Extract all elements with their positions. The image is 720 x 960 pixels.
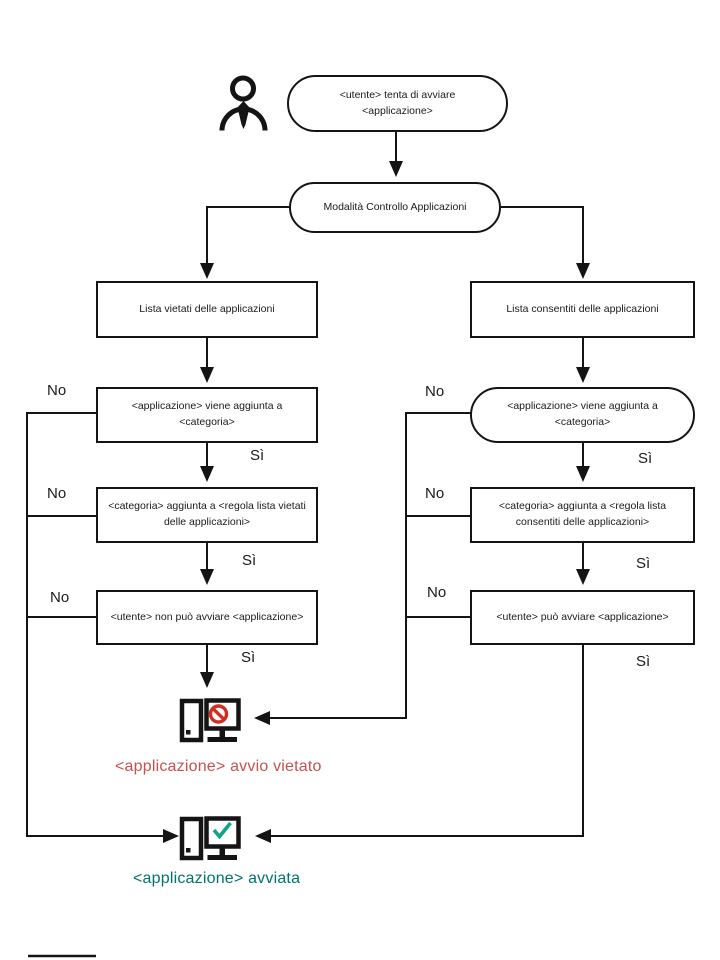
arrowhead bbox=[163, 829, 179, 843]
label-yes-right-1: Sì bbox=[638, 450, 653, 467]
node-app-added-allowlist-label: <applicazione> viene aggiunta a <categor… bbox=[507, 400, 658, 428]
label-yes-left-1: Sì bbox=[250, 447, 265, 464]
node-user-cannot-run-label: <utente> non può avviare <applicazione> bbox=[110, 610, 304, 623]
user-icon bbox=[219, 75, 268, 131]
node-allowlist-label: Lista consentiti delle applicazioni bbox=[506, 302, 659, 315]
tower-led bbox=[186, 848, 191, 853]
arrowhead bbox=[576, 466, 590, 482]
monitor-stem bbox=[219, 846, 225, 855]
node-denylist: Lista vietati delle applicazioni bbox=[96, 281, 318, 338]
node-user-can-run-label: <utente> può avviare <applicazione> bbox=[496, 610, 669, 623]
arrowhead bbox=[254, 711, 270, 725]
label-no-left-1: No bbox=[47, 382, 67, 399]
node-mode-label: Modalità Controllo Applicazioni bbox=[323, 200, 467, 213]
arrowhead bbox=[576, 263, 590, 279]
monitor-base bbox=[207, 855, 237, 860]
outcome-denied-label: <applicazione> avvio vietato bbox=[115, 758, 322, 775]
user-head bbox=[230, 75, 256, 102]
monitor-stem bbox=[219, 728, 225, 737]
line-right-yes-to-allowed bbox=[270, 645, 584, 837]
label-yes-left-3: Sì bbox=[241, 649, 256, 666]
arrow-heads bbox=[163, 161, 590, 843]
arrowhead bbox=[576, 367, 590, 383]
computer-blocked-icon bbox=[179, 698, 241, 743]
tower bbox=[179, 816, 204, 861]
node-category-rule-allowlist: <categoria> aggiunta a <regola lista con… bbox=[470, 487, 695, 543]
label-yes-left-2: Sì bbox=[242, 552, 257, 569]
arrowhead bbox=[200, 672, 214, 688]
arrowhead bbox=[200, 466, 214, 482]
node-user-can-run: <utente> può avviare <applicazione> bbox=[470, 590, 695, 645]
node-start-label: <utente> tenta di avviare <applicazione> bbox=[339, 88, 456, 117]
arrowhead bbox=[576, 569, 590, 585]
node-category-rule-denylist: <categoria> aggiunta a <regola lista vie… bbox=[96, 487, 318, 543]
computer-allowed-icon bbox=[179, 816, 241, 861]
line-mode-to-allowlist bbox=[501, 206, 584, 264]
tower bbox=[179, 698, 204, 743]
connector-lines bbox=[26, 131, 584, 958]
node-app-added-allowlist: <applicazione> viene aggiunta a <categor… bbox=[470, 387, 695, 443]
label-no-right-1: No bbox=[425, 383, 445, 400]
node-app-added-denylist: <applicazione> viene aggiunta a <categor… bbox=[96, 387, 318, 443]
line-mode-to-denylist bbox=[206, 206, 289, 264]
monitor-base bbox=[207, 737, 237, 742]
label-no-left-3: No bbox=[50, 589, 70, 606]
label-no-right-2: No bbox=[425, 485, 445, 502]
arrowhead bbox=[389, 161, 403, 177]
prohibition-slash-icon bbox=[212, 707, 225, 721]
label-no-right-3: No bbox=[427, 584, 447, 601]
arrowhead bbox=[200, 367, 214, 383]
label-yes-right-3: Sì bbox=[636, 653, 651, 670]
rail-left-no-to-allowed bbox=[26, 412, 163, 837]
tower-led bbox=[186, 730, 191, 735]
node-app-added-denylist-label: <applicazione> viene aggiunta a <categor… bbox=[131, 400, 283, 428]
arrowhead bbox=[200, 569, 214, 585]
label-no-left-2: No bbox=[47, 485, 67, 502]
arrowhead bbox=[200, 263, 214, 279]
node-allowlist: Lista consentiti delle applicazioni bbox=[470, 281, 695, 338]
user-tie bbox=[237, 101, 250, 129]
node-start: <utente> tenta di avviare <applicazione> bbox=[287, 75, 508, 132]
node-application-control-mode: Modalità Controllo Applicazioni bbox=[289, 182, 501, 233]
label-yes-right-2: Sì bbox=[636, 555, 651, 572]
node-category-rule-allowlist-label: <categoria> aggiunta a <regola lista con… bbox=[498, 500, 667, 528]
outcome-allowed-label: <applicazione> avviata bbox=[133, 870, 301, 887]
node-category-rule-denylist-label: <categoria> aggiunta a <regola lista vie… bbox=[108, 500, 306, 528]
rail-right-no-to-blocked bbox=[269, 412, 472, 719]
node-user-cannot-run: <utente> non può avviare <applicazione> bbox=[96, 590, 318, 645]
arrowhead bbox=[255, 829, 271, 843]
node-denylist-label: Lista vietati delle applicazioni bbox=[139, 302, 275, 315]
check-icon bbox=[212, 821, 232, 840]
